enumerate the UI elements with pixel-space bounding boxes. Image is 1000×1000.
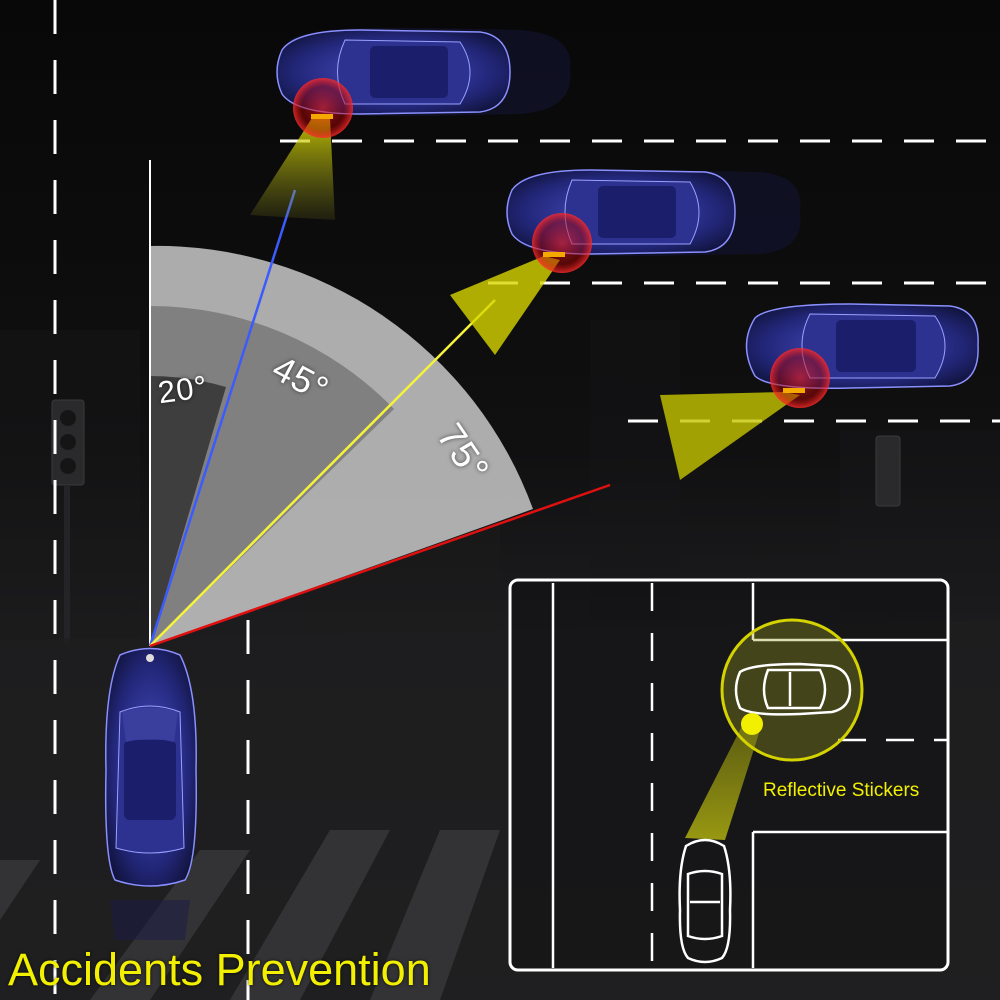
view-sector-20 — [150, 376, 226, 646]
inset-reflection-beam — [685, 726, 760, 840]
ray-75 — [149, 483, 611, 648]
angle-label-20: 20° — [155, 368, 211, 411]
traffic-light-icon — [875, 435, 901, 507]
reflection-beam-3 — [660, 392, 800, 480]
car-icon — [678, 838, 732, 964]
traffic-light-icon — [51, 399, 85, 645]
car-icon — [745, 303, 979, 408]
car-icon — [104, 647, 197, 940]
reflective-stickers-label: Reflective Stickers — [763, 780, 920, 801]
car-icon — [506, 169, 801, 273]
reflective-sticker-icon — [741, 713, 763, 735]
reflection-beam-1 — [250, 118, 335, 220]
reflective-sticker-icon — [532, 213, 592, 273]
ray-20 — [148, 189, 297, 647]
reflective-sticker-icon — [770, 348, 830, 408]
reflective-sticker-icon — [293, 78, 353, 138]
ray-45 — [149, 299, 496, 647]
reflection-beam-2 — [450, 256, 560, 355]
inset-diagram — [508, 578, 950, 972]
reflective-zone-circle — [720, 618, 864, 762]
car-icon — [276, 27, 571, 138]
page-title: Accidents Prevention — [8, 944, 431, 995]
car-icon — [734, 662, 852, 716]
